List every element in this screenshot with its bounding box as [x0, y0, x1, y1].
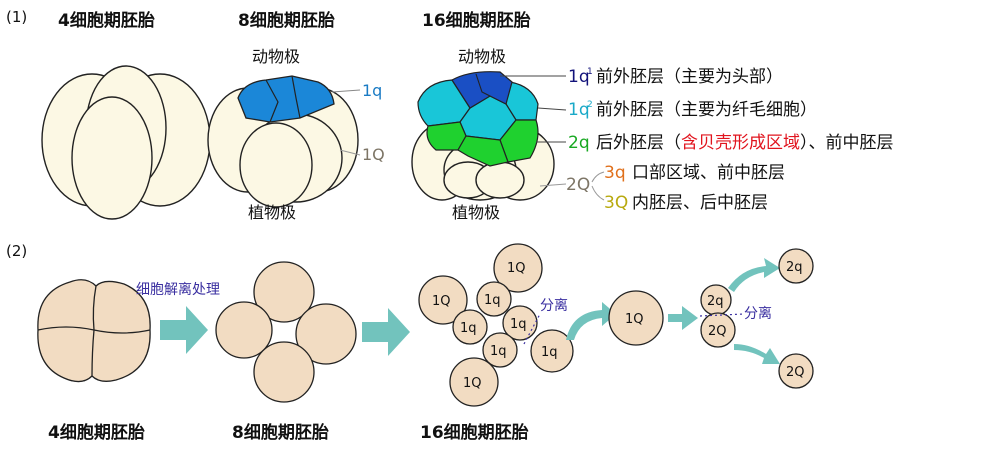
dissociation-label: 细胞解离处理 [136, 281, 220, 298]
legend-r4a-text: 口部区域、前中胚层 [632, 163, 785, 183]
separate-label-1: 分离 [540, 297, 568, 314]
legend-r4-code: 2Q [566, 175, 590, 195]
cell-p1-label: 2q [786, 260, 803, 275]
embryo2-4cell [37, 279, 151, 383]
legend-r4a-code: 3q [604, 163, 626, 183]
part1-label: (1) [6, 8, 27, 26]
cell-iso-label: 1Q [625, 312, 644, 327]
legend-r3-code: 2q [568, 133, 590, 153]
label-1q-8cell: 1q [362, 81, 382, 100]
legend-r2-sup: 2 [587, 100, 593, 110]
embryo-4cell [41, 65, 211, 220]
micromere-1q [237, 75, 335, 123]
cell-p2 [778, 353, 814, 389]
vegetal-pole-label-16: 植物极 [452, 203, 500, 222]
legend-r3-text-a: 后外胚层（ [596, 133, 681, 153]
cell-c5-label: 1q [510, 317, 527, 332]
legend-r3-text-b: ）、前中胚层 [800, 133, 894, 153]
label-1Q-8cell: 1Q [362, 145, 385, 164]
stage16-title: 16细胞期胚胎 [422, 10, 531, 31]
animal-pole-label-8: 动物极 [252, 47, 300, 66]
legend-r3-line: 后外胚层（含贝壳形成区域）、前中胚层 [596, 133, 894, 153]
cell-c8-label: 1Q [463, 376, 482, 391]
cell-c7-label: 1q [541, 345, 558, 360]
legend-r1-text: 前外胚层（主要为头部） [596, 67, 783, 87]
cell-d1-label: 2q [707, 294, 724, 309]
part2-label: (2) [6, 242, 27, 260]
stage16-caption: 16细胞期胚胎 [420, 422, 529, 443]
cell-c3 [476, 281, 512, 317]
embryo2-8cell [215, 261, 357, 403]
cell-c3-label: 1q [484, 293, 501, 308]
arrow-curve-1 [566, 302, 616, 340]
cell-c2-label: 1Q [432, 294, 451, 309]
cell-c2 [418, 275, 468, 325]
cell-2q-right [499, 119, 539, 163]
arrow-2 [362, 308, 410, 356]
cell-iso [608, 290, 664, 346]
embryo2-16cell [418, 243, 574, 407]
legend-r1-sup: 1 [587, 67, 593, 77]
stage4-title: 4细胞期胚胎 [58, 10, 155, 31]
stage8-title: 8细胞期胚胎 [238, 10, 335, 31]
arrow-down [734, 344, 780, 364]
cell-d2-label: 2Q [708, 324, 727, 339]
legend-r4b-text: 内胚层、后中胚层 [632, 193, 768, 213]
cell-p2-label: 2Q [786, 365, 805, 380]
cell-c8 [449, 357, 499, 407]
cell-c4-label: 1q [460, 321, 477, 336]
cell-c6-label: 1q [490, 344, 507, 359]
cell-c1-label: 1Q [507, 261, 526, 276]
legend-r4b-code: 3Q [604, 193, 628, 213]
arrow-1 [160, 306, 208, 354]
legend-r1-code: 1q [568, 67, 590, 87]
legend-r2-code: 1q [568, 100, 590, 120]
arrow-3 [668, 306, 698, 330]
embryo-8cell [207, 75, 359, 208]
animal-pole-label-16: 动物极 [458, 47, 506, 66]
embryo-16cell [411, 71, 555, 201]
separate-label-2: 分离 [744, 305, 772, 322]
cell-d2 [700, 312, 736, 348]
legend-r3-text-red: 含贝壳形成区域 [681, 133, 800, 153]
cell-2q-center [457, 135, 509, 167]
cell-c7 [530, 329, 574, 373]
cell-p1 [778, 248, 814, 284]
legend-r2-text: 前外胚层（主要为纤毛细胞） [596, 100, 817, 120]
stage8-caption: 8细胞期胚胎 [232, 422, 329, 443]
cell-1q1 [451, 71, 513, 109]
stage4-caption: 4细胞期胚胎 [48, 422, 145, 443]
cell-c6 [482, 332, 518, 368]
cell-c4 [452, 309, 488, 345]
cell-c1 [493, 243, 543, 293]
vegetal-pole-label-8: 植物极 [248, 203, 296, 222]
cell-c5 [502, 305, 538, 341]
arrow-up [728, 258, 780, 292]
